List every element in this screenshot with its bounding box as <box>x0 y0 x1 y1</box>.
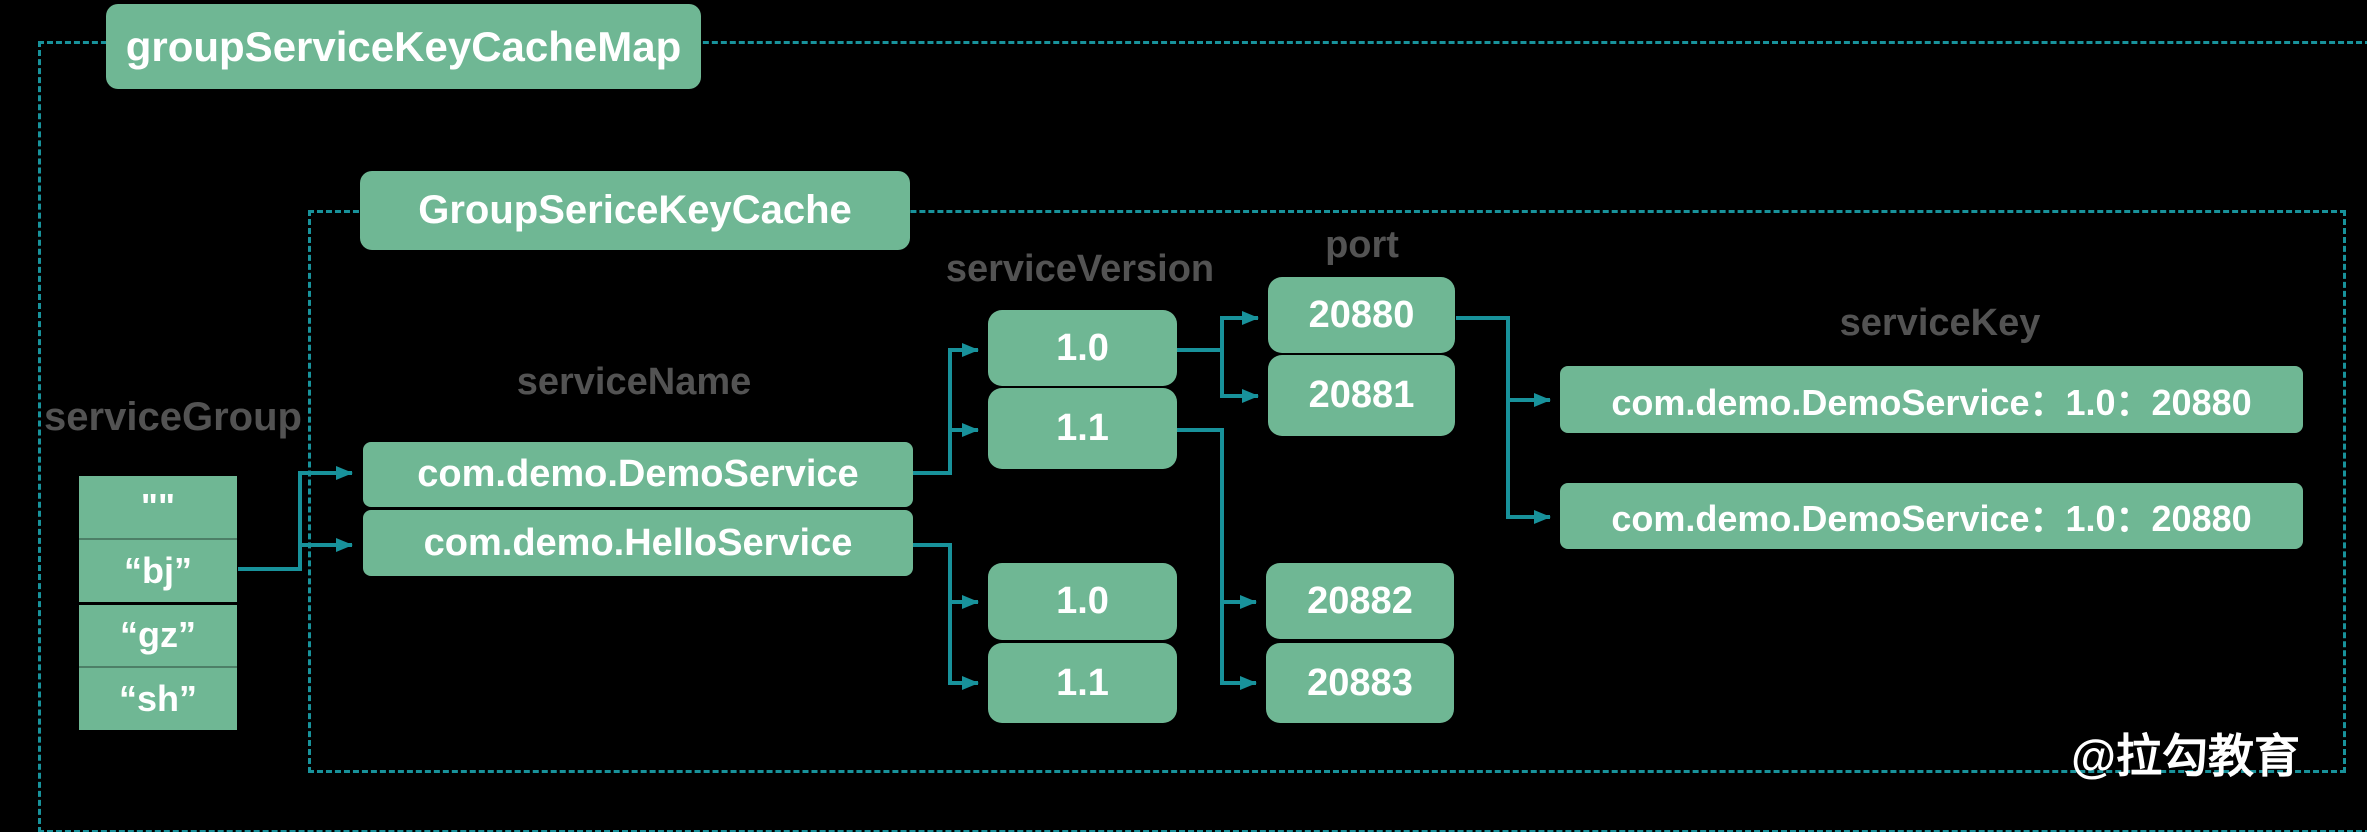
service-group-cell-empty: "" <box>140 485 176 527</box>
service-group-cell-bj: “bj” <box>79 537 237 602</box>
service-name-demo-service: com.demo.DemoService <box>363 442 913 507</box>
arrow-version10-to-port20880 <box>1177 311 1259 352</box>
service-key-label: serviceKey <box>1839 302 2041 344</box>
arrow-version11-to-port20883 <box>1177 428 1257 690</box>
port-label: port <box>1325 224 1399 266</box>
arrow-demoservice-to-version10 <box>913 343 979 475</box>
group-serice-key-cache-title: GroupSericeKeyCache <box>360 171 910 250</box>
arrow-helloservice-to-version11b <box>913 543 979 690</box>
service-group-cell-gz: “gz” <box>79 601 237 667</box>
service-name-hello-service: com.demo.HelloService <box>363 510 913 576</box>
lagou-education-watermark: @拉勾教育 <box>2071 730 2300 782</box>
service-version-1-0-group2: 1.0 <box>988 563 1177 640</box>
service-key-entry-2: com.demo.DemoService：1.0：20880 <box>1560 483 2303 549</box>
service-name-label: serviceName <box>516 361 752 403</box>
port-20883: 20883 <box>1266 643 1454 723</box>
port-20881: 20881 <box>1268 355 1455 436</box>
port-20880: 20880 <box>1268 277 1455 353</box>
service-version-1-1-group1: 1.1 <box>988 388 1177 469</box>
arrow-version10-to-port20881 <box>1220 350 1259 403</box>
service-version-1-0-group1: 1.0 <box>988 310 1177 386</box>
arrow-port20880-to-servicekey1 <box>1456 316 1551 407</box>
arrow-group-bj-to-demoservice <box>238 466 353 571</box>
service-version-1-1-group2: 1.1 <box>988 643 1177 723</box>
arrow-port20880-to-servicekey2 <box>1506 400 1551 524</box>
service-version-label: serviceVersion <box>945 248 1215 290</box>
service-group-column: "" “bj” “gz” “sh” <box>79 476 237 730</box>
service-key-entry-1: com.demo.DemoService：1.0：20880 <box>1560 366 2303 433</box>
service-group-label: serviceGroup <box>44 395 302 439</box>
inner-group-cache-container <box>308 210 2346 773</box>
group-service-key-cache-map-title: groupServiceKeyCacheMap <box>106 4 701 89</box>
outer-cache-map-container <box>38 41 2367 832</box>
port-20882: 20882 <box>1266 563 1454 639</box>
service-group-cell-sh: “sh” <box>79 666 237 730</box>
